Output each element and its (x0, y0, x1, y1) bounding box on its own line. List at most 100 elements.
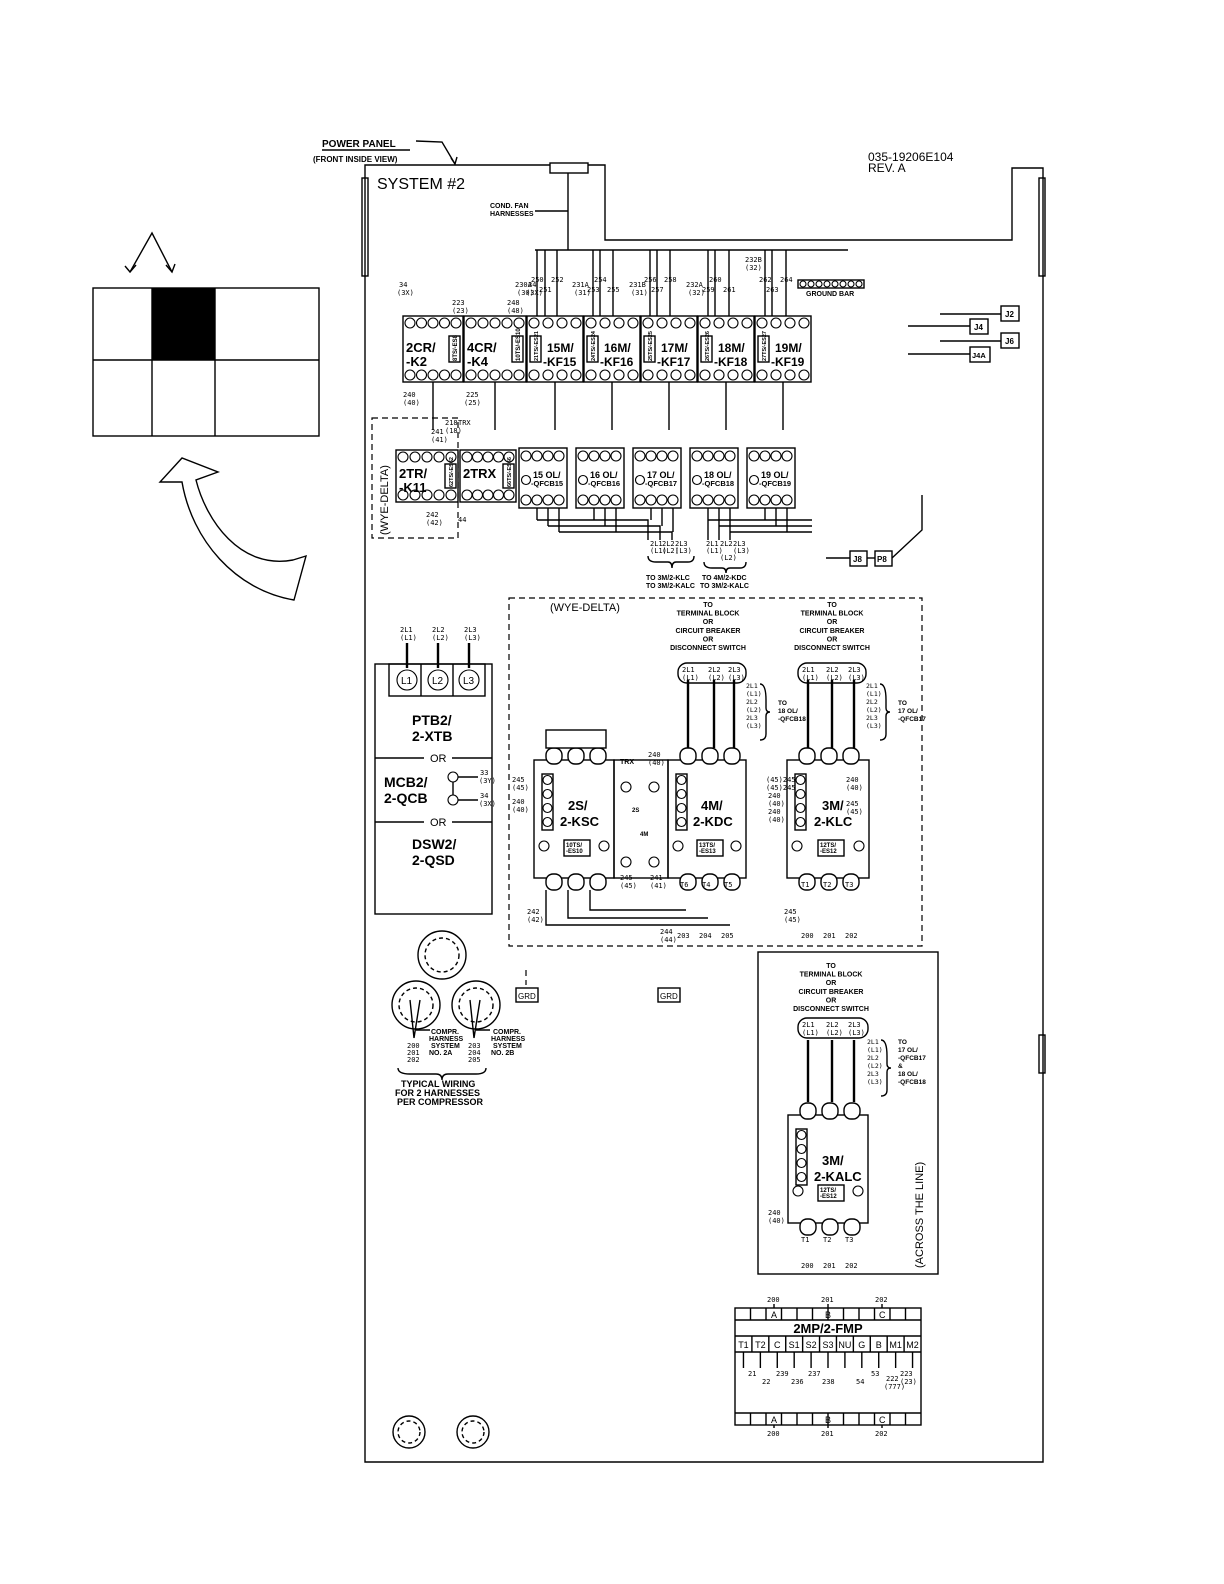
ts-label: 13TS/ (699, 843, 715, 849)
ptb-label: PTB2/ (412, 712, 452, 728)
svg-text:TRX: TRX (458, 419, 471, 427)
thermal-switch (502, 463, 515, 489)
mp-terminal: C (774, 1340, 781, 1350)
terminal (798, 369, 810, 381)
thermal-switch (529, 335, 542, 363)
aux-contacts (795, 1128, 808, 1186)
wire-label: 2L2 (708, 666, 721, 674)
terminal (577, 474, 589, 486)
terminal (570, 317, 582, 329)
terminal (741, 369, 753, 381)
terminal-label: T1 (801, 1236, 809, 1244)
thermal-switch (757, 335, 770, 363)
locator-highlight (152, 288, 215, 360)
svg-text:NO. 2B: NO. 2B (491, 1050, 514, 1057)
svg-text:PER COMPRESSOR: PER COMPRESSOR (397, 1097, 484, 1107)
terminal (585, 369, 597, 381)
terminal (702, 450, 714, 462)
terminal (489, 317, 501, 329)
line-terminal (567, 747, 585, 765)
terminal (520, 494, 532, 506)
ts-label: 12TS/ (820, 1188, 836, 1194)
svg-text:L3: L3 (463, 676, 475, 687)
svg-text:(L3): (L3) (675, 547, 692, 555)
line-terminal (701, 747, 719, 765)
terminal (415, 369, 428, 381)
relay-name: -KF18 (714, 355, 748, 369)
terminal (634, 474, 646, 486)
terminal (796, 1171, 807, 1183)
ts-label: 66TS/-ES66 (507, 457, 513, 487)
to-terminal-text: TO (826, 963, 836, 970)
svg-text:218: 218 (445, 419, 458, 427)
terminal (656, 450, 668, 462)
terminal (648, 856, 660, 868)
terminal (461, 489, 473, 501)
svg-text:44: 44 (458, 516, 466, 524)
terminal (461, 451, 473, 463)
svg-text:(3Y): (3Y) (479, 777, 496, 785)
terminal (792, 1185, 804, 1197)
wire-label: (777) (884, 1383, 905, 1391)
wire-label: 2L2 (866, 698, 878, 706)
to-terminal-text: CIRCUIT BREAKER (799, 989, 864, 996)
wire-label: (32) (745, 264, 762, 272)
wire-label: (40) (768, 800, 785, 808)
ground-bar-label: GROUND BAR (806, 291, 854, 298)
terminal (489, 369, 501, 381)
wire-label: 240 (648, 751, 661, 759)
to-ol-label: 18 OL/ (778, 708, 798, 715)
svg-text:200: 200 (407, 1042, 420, 1050)
wire-label: 2L3 (848, 666, 861, 674)
line-terminal (545, 747, 563, 765)
mp-terminal: T1 (738, 1340, 749, 1350)
wire-label: 34 (528, 281, 536, 289)
contactor-name: 3M/ (822, 1153, 844, 1168)
svg-text:L2: L2 (432, 676, 444, 687)
terminal (770, 494, 782, 506)
wire-label: 245 (512, 776, 525, 784)
terminal (588, 494, 600, 506)
thermal-switch (444, 463, 457, 489)
wire-label: (L2) (746, 706, 762, 714)
connector-j8-p8: J8 P8 (826, 495, 923, 567)
to-ol-label: 17 OL/ (898, 1047, 918, 1054)
to-terminal-text: OR (703, 636, 714, 643)
wire-label: 240 (512, 798, 525, 806)
ts-label: -ES13 (699, 849, 716, 855)
terminal (699, 369, 711, 381)
overload-name: -QFCB15 (531, 479, 563, 488)
wire-label: (32) (688, 289, 705, 297)
line-terminal (842, 747, 860, 765)
wire-label: 2L3 (866, 714, 878, 722)
svg-text:HARNESS: HARNESS (429, 1036, 464, 1043)
overload-name: 17 OL/ (647, 470, 675, 480)
wire-label: 232A (686, 281, 704, 289)
wire-label: (40) (512, 806, 529, 814)
terminal (415, 317, 428, 329)
ts-label: 24TS/-ES24 (591, 330, 597, 361)
relay-name: 18M/ (718, 341, 745, 355)
aux-contacts (675, 773, 688, 831)
aux-contacts (541, 773, 554, 831)
terminal (513, 369, 525, 381)
to-terminal-text: OR (827, 619, 838, 626)
overload-name: 16 OL/ (590, 470, 618, 480)
to-ol-label: & (898, 1063, 903, 1070)
wire (537, 519, 673, 540)
terminal (748, 450, 760, 462)
load-terminal (843, 1218, 861, 1236)
contactor-name: 2S/ (568, 798, 588, 813)
terminal (556, 317, 568, 329)
thermal-switch (448, 335, 461, 363)
mp-terminal: S2 (806, 1340, 817, 1350)
svg-text:34: 34 (480, 792, 488, 800)
curved-arrow-icon (158, 457, 308, 601)
terminal (598, 840, 610, 852)
wire-label: 203 (677, 932, 690, 940)
ts-label: 27TS/-ES27 (762, 331, 768, 361)
